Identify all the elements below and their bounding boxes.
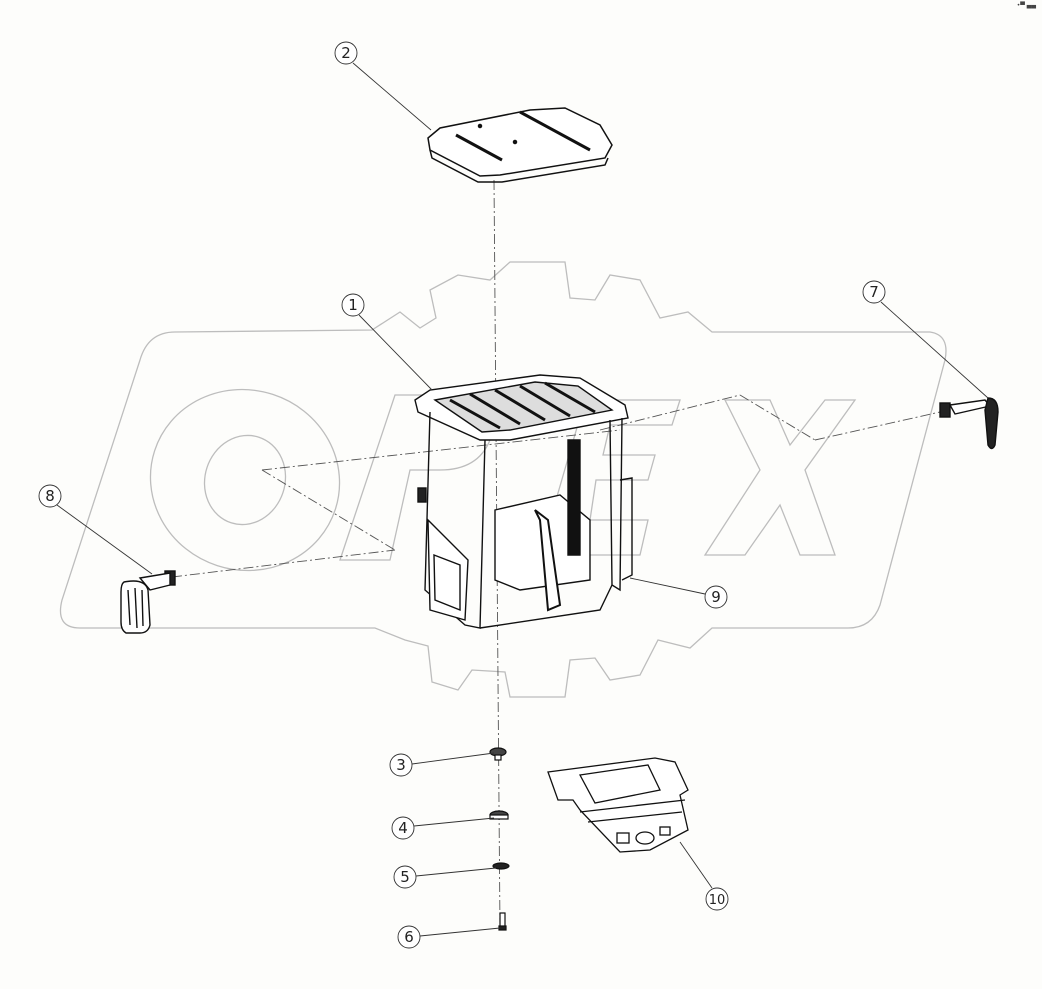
callout-6[interactable] — [397, 925, 421, 949]
corner-mark: •▀ ▄▄ — [1016, 2, 1036, 9]
callout-9[interactable] — [704, 585, 728, 609]
callout-label-10: 10 — [709, 893, 726, 908]
callout-label-8: 8 — [45, 487, 55, 505]
callouts — [38, 41, 989, 949]
center-lines — [171, 179, 941, 931]
part-floor-mat[interactable] — [547, 757, 689, 853]
part-rubber-pad[interactable] — [489, 810, 509, 820]
callout-1[interactable] — [341, 293, 365, 317]
part-damper[interactable] — [489, 747, 507, 761]
callout-label-7: 7 — [869, 283, 879, 301]
part-bolt[interactable] — [498, 912, 507, 931]
callout-10[interactable] — [705, 887, 729, 911]
callout-label-6: 6 — [404, 928, 414, 946]
callout-4[interactable] — [391, 816, 415, 840]
part-roof-panel[interactable] — [427, 107, 613, 183]
callout-7[interactable] — [862, 280, 886, 304]
callout-label-3: 3 — [396, 756, 406, 774]
part-left-mirror[interactable] — [120, 570, 176, 634]
callout-8[interactable] — [38, 484, 62, 508]
callout-label-4: 4 — [398, 819, 408, 837]
callout-label-1: 1 — [348, 296, 358, 314]
callout-label-5: 5 — [400, 868, 410, 886]
callout-label-2: 2 — [341, 44, 351, 62]
callout-labels: 1 2 3 4 5 6 7 8 9 10 — [45, 44, 879, 946]
part-washer[interactable] — [492, 862, 510, 870]
callout-2[interactable] — [334, 41, 358, 65]
part-right-mirror[interactable] — [939, 397, 999, 450]
callout-label-9: 9 — [711, 588, 721, 606]
part-cab-frame[interactable] — [414, 374, 633, 629]
callout-5[interactable] — [393, 865, 417, 889]
callout-3[interactable] — [389, 753, 413, 777]
watermark-logo — [59, 261, 947, 698]
